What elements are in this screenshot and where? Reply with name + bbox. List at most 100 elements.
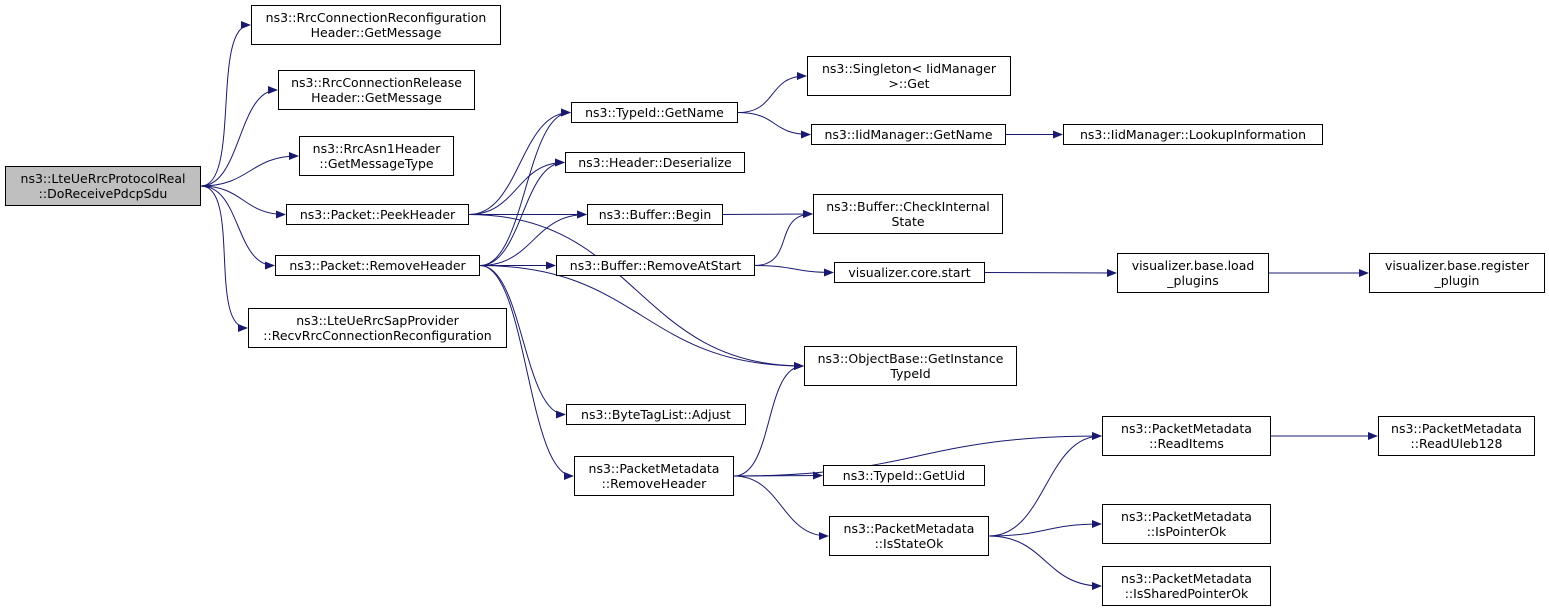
node-label-line: ns3::LteUeRrcProtocolReal bbox=[20, 171, 186, 186]
node-label-line: Header::GetMessage bbox=[311, 90, 442, 105]
node-label-line: ns3::RrcConnectionRelease bbox=[291, 75, 462, 90]
node-label-line: ::IsStateOk bbox=[874, 536, 944, 551]
node-label-line: ns3::Packet::RemoveHeader bbox=[289, 258, 466, 273]
graph-node-header-deserialize[interactable]: ns3::Header::Deserialize bbox=[565, 152, 745, 173]
graph-node-lte-ue-rrc-sap[interactable]: ns3::LteUeRrcSapProvider::RecvRrcConnect… bbox=[248, 308, 507, 348]
edge-removeHeader-to-typeIdGetName bbox=[479, 108, 571, 266]
edge-peekHeader-to-typeIdGetName bbox=[468, 108, 571, 215]
graph-node-byte-tag-list-adjust[interactable]: ns3::ByteTagList::Adjust bbox=[566, 404, 746, 425]
graph-node-buffer-remove-at-start[interactable]: ns3::Buffer::RemoveAtStart bbox=[556, 255, 755, 276]
edge-bufferRemoveAtStart-to-vizCoreStart bbox=[754, 265, 834, 277]
node-label-line: ::RemoveHeader bbox=[601, 476, 707, 491]
node-label-line: ns3::PacketMetadata bbox=[1121, 421, 1252, 436]
node-label-line: visualizer.base.register bbox=[1384, 258, 1530, 273]
node-label-line: Header::GetMessage bbox=[310, 25, 442, 40]
edge-bufferBegin-to-bufferCheckInternal bbox=[722, 210, 813, 219]
node-label-line: _plugin bbox=[1434, 273, 1480, 288]
node-label-line: ns3::PacketMetadata bbox=[1391, 421, 1522, 436]
node-label-line: ns3::IidManager::LookupInformation bbox=[1079, 127, 1306, 142]
edge-pmIsStateOk-to-pmIsSharedPointerOk bbox=[988, 535, 1102, 590]
graph-node-iid-lookup[interactable]: ns3::IidManager::LookupInformation bbox=[1063, 124, 1323, 145]
graph-node-singleton-get[interactable]: ns3::Singleton< IidManager>::Get bbox=[807, 56, 1011, 96]
node-label-line: ::IsPointerOk bbox=[1146, 524, 1227, 539]
node-label-line: ns3::Buffer::RemoveAtStart bbox=[569, 258, 742, 273]
graph-node-pm-read-uleb128[interactable]: ns3::PacketMetadata::ReadUleb128 bbox=[1378, 416, 1535, 456]
edge-removeHeader-to-byteTagListAdjust bbox=[479, 265, 566, 419]
edge-removeHeader-to-bufferBegin bbox=[479, 210, 587, 266]
graph-node-buffer-begin[interactable]: ns3::Buffer::Begin bbox=[587, 204, 723, 225]
graph-node-pm-is-shared-pointer-ok[interactable]: ns3::PacketMetadata::IsSharedPointerOk bbox=[1102, 566, 1271, 606]
node-label-line: ns3::ByteTagList::Adjust bbox=[581, 407, 731, 422]
graph-node-pm-read-items[interactable]: ns3::PacketMetadata::ReadItems bbox=[1102, 416, 1271, 456]
node-label-line: ns3::ObjectBase::GetInstance bbox=[817, 351, 1004, 366]
node-label-line: ns3::Buffer::CheckInternal bbox=[826, 199, 990, 214]
node-label-line: ::DoReceivePdcpSdu bbox=[38, 186, 168, 201]
node-label-line: ns3::IidManager::GetName bbox=[824, 127, 993, 142]
edge-typeIdGetName-to-singletonGet bbox=[737, 72, 807, 113]
edge-removeHeader-to-headerDeserialize bbox=[479, 158, 565, 266]
graph-node-pm-is-state-ok[interactable]: ns3::PacketMetadata::IsStateOk bbox=[829, 516, 989, 556]
graph-node-type-id-get-uid[interactable]: ns3::TypeId::GetUid bbox=[823, 465, 985, 486]
edge-root-to-removeHeader bbox=[200, 185, 275, 270]
node-label-line: ns3::PacketMetadata bbox=[1121, 571, 1252, 586]
graph-node-viz-load-plugins[interactable]: visualizer.base.load_plugins bbox=[1117, 253, 1269, 293]
node-label-line: ns3::PacketMetadata bbox=[588, 461, 720, 476]
graph-node-type-id-get-name[interactable]: ns3::TypeId::GetName bbox=[571, 102, 738, 123]
node-label-line: ns3::TypeId::GetUid bbox=[842, 468, 966, 483]
node-label-line: ns3::Singleton< IidManager bbox=[821, 61, 997, 76]
graph-node-pm-remove-header[interactable]: ns3::PacketMetadata::RemoveHeader bbox=[574, 456, 734, 496]
graph-node-remove-header[interactable]: ns3::Packet::RemoveHeader bbox=[275, 255, 480, 276]
node-label-line: ::RecvRrcConnectionReconfiguration bbox=[263, 328, 492, 343]
node-label-line: ns3::RrcAsn1Header bbox=[312, 141, 441, 156]
edge-pmRemoveHeader-to-pmReadItems bbox=[733, 432, 1102, 477]
node-label-line: ns3::RrcConnectionReconfiguration bbox=[265, 10, 487, 25]
node-label-line: ns3::Header::Deserialize bbox=[578, 155, 732, 170]
graph-node-root[interactable]: ns3::LteUeRrcProtocolReal::DoReceivePdcp… bbox=[5, 166, 201, 206]
node-label-line: ns3::Buffer::Begin bbox=[598, 207, 712, 222]
edge-root-to-rrcConnRelease bbox=[200, 86, 278, 187]
node-label-line: ::ReadUleb128 bbox=[1410, 436, 1503, 451]
edge-pmRemoveHeader-to-objectBaseGetInstance bbox=[733, 362, 804, 477]
edge-root-to-rrcAsn1 bbox=[200, 152, 299, 187]
node-label-line: ::GetMessageType bbox=[319, 156, 434, 171]
node-label-line: ns3::Packet::PeekHeader bbox=[299, 207, 456, 222]
graph-node-pm-is-pointer-ok[interactable]: ns3::PacketMetadata::IsPointerOk bbox=[1102, 504, 1271, 544]
node-label-line: ::ReadItems bbox=[1149, 436, 1224, 451]
node-label-line: _plugins bbox=[1167, 273, 1219, 288]
node-label-line: TypeId bbox=[890, 366, 931, 381]
edge-bufferRemoveAtStart-to-bufferCheckInternal bbox=[754, 210, 813, 266]
edge-peekHeader-to-headerDeserialize bbox=[468, 158, 565, 215]
node-label-line: ::IsSharedPointerOk bbox=[1124, 586, 1249, 601]
edge-pmIsStateOk-to-pmIsPointerOk bbox=[988, 520, 1102, 537]
node-label-line: visualizer.core.start bbox=[848, 265, 971, 280]
edge-vizCoreStart-to-vizLoadPlugins bbox=[984, 268, 1117, 277]
node-label-line: ns3::PacketMetadata bbox=[843, 521, 975, 536]
edge-peekHeader-to-objectBaseGetInstance bbox=[468, 214, 804, 370]
node-label-line: >::Get bbox=[888, 76, 930, 91]
edge-root-to-peekHeader bbox=[200, 185, 286, 219]
edge-pmRemoveHeader-to-typeIdGetUid bbox=[733, 471, 823, 480]
edge-removeHeader-to-objectBaseGetInstance bbox=[479, 265, 804, 370]
node-label-line: State bbox=[891, 214, 925, 229]
edge-removeHeader-to-pmRemoveHeader bbox=[479, 265, 574, 480]
edge-root-to-rrcConnReconfig bbox=[200, 21, 251, 187]
graph-node-viz-register-plugin[interactable]: visualizer.base.register_plugin bbox=[1369, 253, 1545, 293]
graph-node-iid-get-name[interactable]: ns3::IidManager::GetName bbox=[811, 124, 1006, 145]
node-label-line: ns3::PacketMetadata bbox=[1121, 509, 1252, 524]
edge-root-to-lteUeRrcSap bbox=[200, 185, 248, 332]
edge-typeIdGetName-to-iidGetName bbox=[737, 112, 811, 139]
node-label-line: visualizer.base.load bbox=[1131, 258, 1255, 273]
edge-pmIsStateOk-to-pmReadItems bbox=[988, 432, 1102, 537]
graph-node-viz-core-start[interactable]: visualizer.core.start bbox=[834, 262, 985, 283]
node-label-line: ns3::TypeId::GetName bbox=[585, 105, 724, 120]
edge-pmRemoveHeader-to-pmIsStateOk bbox=[733, 475, 829, 540]
node-label-line: ns3::LteUeRrcSapProvider bbox=[296, 313, 459, 328]
graph-node-rrc-asn1[interactable]: ns3::RrcAsn1Header::GetMessageType bbox=[299, 136, 454, 176]
graph-node-peek-header[interactable]: ns3::Packet::PeekHeader bbox=[286, 204, 469, 225]
